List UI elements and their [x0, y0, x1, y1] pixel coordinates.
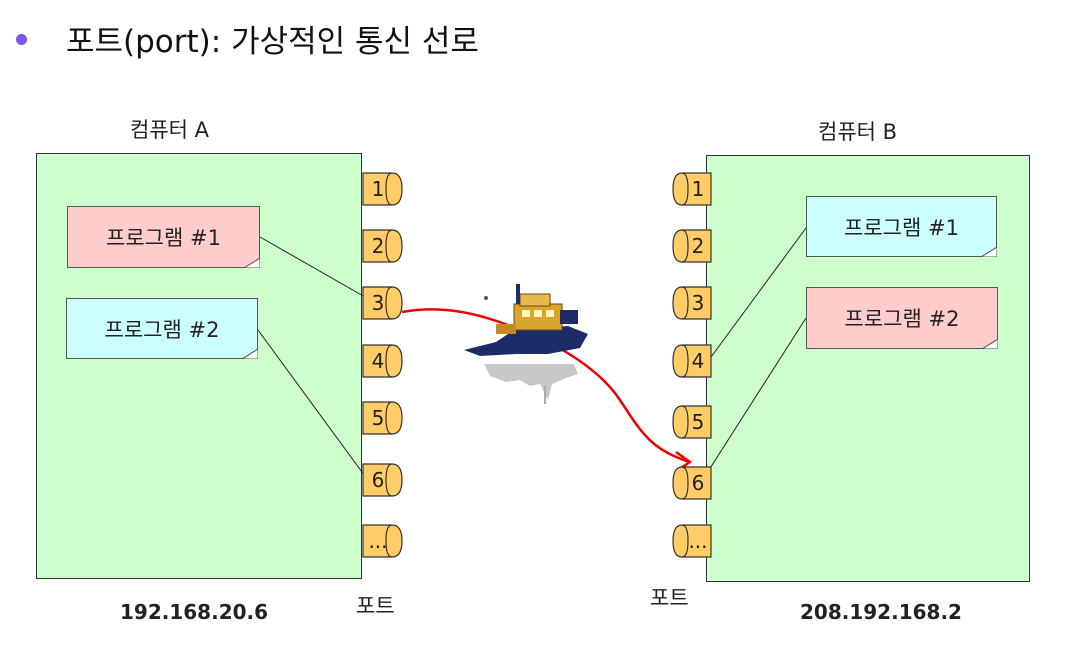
network-link-line: [401, 308, 691, 464]
port-number: 4: [691, 349, 705, 373]
port-shape: [672, 229, 712, 263]
port-shape: [672, 344, 712, 378]
page-title: 포트(port): 가상적인 통신 선로: [66, 24, 479, 60]
port-number: 1: [371, 177, 385, 201]
port-a-6: 6: [362, 463, 403, 497]
port-label-b: 포트: [650, 586, 689, 610]
port-number: 6: [691, 471, 705, 495]
port-a-1: 1: [362, 172, 403, 206]
computer-a-ip: 192.168.20.6: [120, 600, 269, 624]
port-shape: [672, 405, 712, 439]
bullet-icon: [16, 34, 27, 45]
wire-b-prog2-port6: [699, 317, 807, 485]
port-shape: [672, 524, 712, 558]
port-number: 3: [691, 291, 705, 315]
port-b-1: 1: [672, 172, 712, 206]
port-b-3: 3: [672, 286, 712, 320]
wire-b-prog1-port4: [699, 227, 807, 373]
port-a-3: 3: [362, 286, 403, 320]
wire-a-prog1-port3: [259, 236, 373, 302]
a-program-2: 프로그램 #2: [66, 298, 258, 359]
port-b-7: ...: [672, 524, 712, 558]
port-number: 6: [371, 468, 385, 492]
computer-a-label: 컴퓨터 A: [130, 118, 210, 142]
port-shape: [362, 229, 403, 263]
port-number: 2: [371, 234, 385, 258]
page-fold-icon: [244, 258, 260, 268]
port-label-a: 포트: [356, 594, 395, 618]
page-fold-icon: [982, 339, 998, 349]
port-shape: [672, 466, 712, 500]
port-a-4: 4: [362, 344, 403, 378]
port-a-7: ...: [362, 524, 403, 558]
port-a-5: 5: [362, 401, 403, 435]
port-shape: [362, 286, 403, 320]
port-number: ...: [688, 529, 708, 553]
port-shape: [672, 172, 712, 206]
a-program-2-label: 프로그램 #2: [104, 317, 220, 342]
port-a-2: 2: [362, 229, 403, 263]
a-program-1-label: 프로그램 #1: [106, 226, 221, 250]
port-shape: [672, 286, 712, 320]
port-number: 5: [691, 410, 705, 434]
port-b-5: 5: [672, 405, 712, 439]
ship-icon: [464, 284, 588, 404]
port-number: 2: [691, 234, 705, 258]
port-shape: [362, 524, 403, 558]
port-shape: [362, 463, 403, 497]
port-shape: [362, 172, 403, 206]
a-program-1: 프로그램 #1: [67, 206, 260, 268]
port-b-2: 2: [672, 229, 712, 263]
wire-a-prog2-port6: [257, 329, 371, 484]
computer-b-ip: 208.192.168.2: [800, 600, 962, 624]
port-shape: [362, 401, 403, 435]
port-number: 5: [371, 406, 385, 430]
port-shape: [362, 344, 403, 378]
port-b-4: 4: [672, 344, 712, 378]
b-program-2: 프로그램 #2: [806, 287, 998, 349]
b-program-1-label: 프로그램 #1: [844, 215, 959, 240]
port-number: ...: [368, 529, 388, 553]
page-fold-icon: [981, 247, 997, 257]
port-b-6: 6: [672, 466, 712, 500]
b-program-1: 프로그램 #1: [806, 196, 997, 257]
port-number: 1: [691, 177, 705, 201]
b-program-2-label: 프로그램 #2: [844, 307, 960, 331]
port-number: 4: [371, 349, 385, 373]
page-fold-icon: [242, 349, 258, 359]
port-number: 3: [371, 291, 385, 315]
computer-b-label: 컴퓨터 B: [818, 120, 898, 144]
